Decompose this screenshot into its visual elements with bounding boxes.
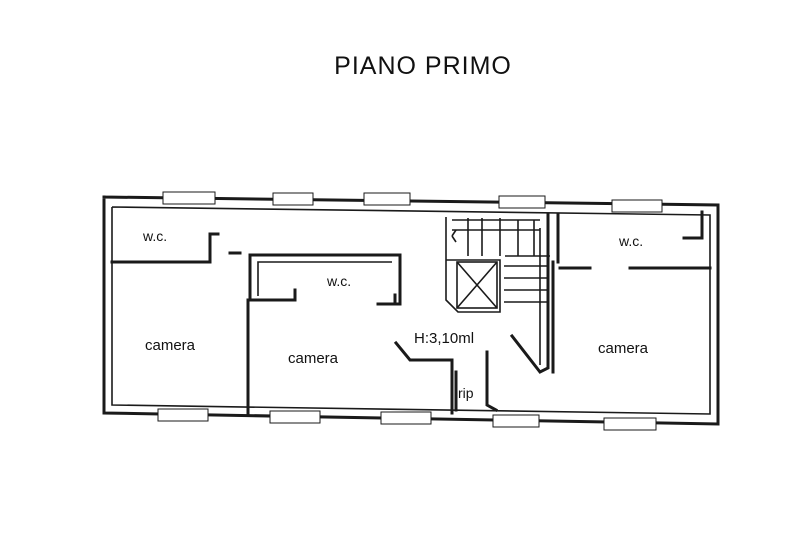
camera-right-label: camera	[598, 340, 649, 357]
wc-right-walls	[558, 210, 712, 270]
wc-right-label: w.c.	[618, 233, 643, 249]
plan-title: PIANO PRIMO	[334, 52, 512, 80]
room-labels: w.c. w.c. w.c. camera camera camera rip …	[142, 228, 649, 401]
windows-bottom	[157, 408, 657, 431]
wc-center-walls	[248, 253, 402, 306]
wc-center-label: w.c.	[326, 273, 351, 289]
corridor-walls	[393, 340, 499, 415]
windows-top	[162, 191, 663, 213]
wc-left-label: w.c.	[142, 228, 167, 244]
stairwell	[445, 213, 560, 374]
outer-walls	[102, 195, 720, 426]
interior-walls-left	[228, 251, 252, 415]
camera-left-label: camera	[145, 337, 196, 354]
camera-center-label: camera	[288, 350, 339, 367]
rip-label: rip	[458, 385, 474, 401]
wc-left-walls	[110, 232, 220, 264]
height-note: H:3,10ml	[414, 330, 474, 347]
